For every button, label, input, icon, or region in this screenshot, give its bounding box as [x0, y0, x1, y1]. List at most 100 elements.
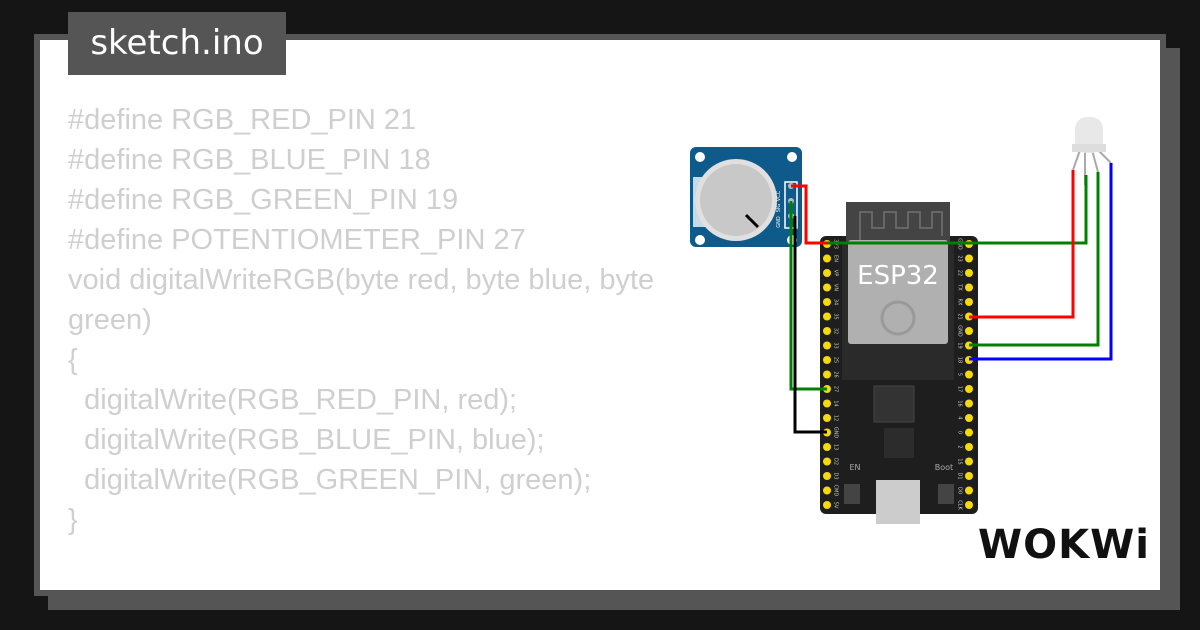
pin-label: 33	[833, 342, 839, 348]
en-label: EN	[849, 463, 860, 472]
pin-label: D1	[957, 472, 963, 479]
pin-right-16[interactable]	[965, 399, 973, 408]
boot-button[interactable]	[938, 484, 954, 504]
code-line: digitalWrite(RGB_RED_PIN, red);	[68, 384, 518, 416]
wire-red-led[interactable]	[969, 170, 1075, 319]
pin-left-12[interactable]	[823, 414, 831, 422]
wire-green-led[interactable]	[969, 172, 1100, 347]
wire-black-gnd[interactable]	[793, 216, 827, 434]
pin-right-15[interactable]	[965, 457, 973, 466]
pin-left-vn[interactable]	[823, 283, 831, 292]
pin-left-26[interactable]	[823, 370, 831, 379]
header-pins: 3V3ENVPVN343532332526271412GND13D2D3CMD5…	[823, 238, 973, 510]
file-tab[interactable]: sketch.ino	[68, 12, 286, 75]
pin-right-rx[interactable]	[965, 298, 973, 306]
pin-left-en[interactable]	[823, 254, 831, 263]
pin-label: 32	[833, 328, 839, 334]
pin-right-0[interactable]	[965, 428, 973, 437]
pin-left-13[interactable]	[823, 443, 831, 451]
pin-left-5v[interactable]	[823, 501, 831, 509]
pin-left-34[interactable]	[823, 298, 831, 306]
esp32-board[interactable]: ESP32 EN Boot	[820, 202, 978, 524]
pin-label: CLK	[957, 500, 963, 510]
pin-label: GND	[957, 325, 963, 337]
pin-label: 16	[957, 400, 963, 406]
code-line: digitalWrite(RGB_GREEN_PIN, green);	[68, 464, 592, 496]
pin-right-d1[interactable]	[965, 472, 973, 480]
pin-label: 18	[957, 357, 963, 363]
wire-green-sig[interactable]	[789, 201, 827, 391]
pin-right-clk[interactable]	[965, 501, 973, 509]
pin-label: 35	[833, 313, 839, 319]
pin-label: TX	[957, 283, 963, 291]
pin-label: VP	[833, 270, 839, 276]
code-line: void digitalWriteRGB(byte red, byte blue…	[68, 264, 663, 336]
pin-right-22[interactable]	[965, 269, 973, 277]
pin-right-tx[interactable]	[965, 283, 973, 292]
pin-label: 27	[833, 386, 839, 392]
pin-right-5[interactable]	[965, 370, 973, 379]
pin-label: 22	[957, 270, 963, 276]
antenna-trace	[859, 211, 943, 240]
code-line: }	[68, 504, 78, 536]
pin-label: GND	[776, 216, 782, 228]
pin-label: 34	[833, 299, 839, 305]
pin-label: 5	[957, 373, 963, 376]
pin-left-32[interactable]	[823, 327, 831, 335]
code-line: #define POTENTIOMETER_PIN 27	[68, 224, 526, 256]
pin-left-14[interactable]	[823, 399, 831, 408]
pin-label: SIG	[776, 204, 782, 213]
code-line: {	[68, 344, 78, 376]
pin-right-4[interactable]	[965, 414, 973, 422]
pin-label: D0	[957, 487, 963, 494]
pin-label: 21	[957, 313, 963, 319]
chip-label: ESP32	[857, 261, 939, 291]
pin-right-23[interactable]	[965, 254, 973, 263]
pin-label: 19	[957, 342, 963, 348]
pin-label: CMD	[833, 485, 839, 497]
pin-left-d2[interactable]	[823, 457, 831, 466]
pin-right-17[interactable]	[965, 385, 973, 393]
pin-label: 2	[957, 445, 963, 448]
wire-blue-led[interactable]	[969, 163, 1113, 361]
pin-label: 26	[833, 371, 839, 377]
code-line: #define RGB_GREEN_PIN 19	[68, 184, 459, 216]
pin-label: VCC	[776, 190, 782, 201]
pin-label: 13	[833, 444, 839, 450]
boot-label: Boot	[935, 463, 953, 472]
pin-left-35[interactable]	[823, 312, 831, 321]
pin-label: D3	[833, 472, 839, 479]
wokwi-logo: WOKWi	[978, 522, 1150, 568]
potentiometer[interactable]: VCC SIG GND	[690, 147, 802, 247]
pin-right-gnd[interactable]	[965, 327, 973, 335]
pin-left-d3[interactable]	[823, 472, 831, 480]
code-line: #define RGB_BLUE_PIN 18	[68, 144, 431, 176]
pin-right-d0[interactable]	[965, 486, 973, 495]
pin-label: 14	[833, 400, 839, 406]
pin-label: 23	[957, 255, 963, 261]
pin-label: 0	[957, 431, 963, 434]
pin-left-33[interactable]	[823, 341, 831, 350]
en-button[interactable]	[844, 484, 860, 504]
pin-label: 15	[957, 458, 963, 464]
pin-label: VN	[833, 284, 839, 291]
wire-green-gnd-led[interactable]	[827, 175, 1088, 245]
pin-left-cmd[interactable]	[823, 486, 831, 495]
pin-label: RX	[957, 299, 963, 306]
usb-port	[876, 480, 920, 524]
pin-label: D2	[833, 458, 839, 465]
pin-left-vp[interactable]	[823, 269, 831, 277]
pin-label: GND	[833, 427, 839, 439]
pin-right-2[interactable]	[965, 443, 973, 451]
pin-left-25[interactable]	[823, 356, 831, 364]
pin-label: 17	[957, 386, 963, 392]
pin-label: 25	[833, 357, 839, 363]
rgb-led[interactable]	[1072, 117, 1112, 185]
code-line: digitalWrite(RGB_BLUE_PIN, blue);	[68, 424, 545, 456]
espressif-logo-icon	[880, 300, 916, 336]
knob-indicator	[744, 213, 760, 229]
code-line: #define RGB_RED_PIN 21	[68, 104, 417, 136]
pin-label: EN	[833, 255, 839, 262]
wire-red-vcc[interactable]	[791, 184, 827, 245]
